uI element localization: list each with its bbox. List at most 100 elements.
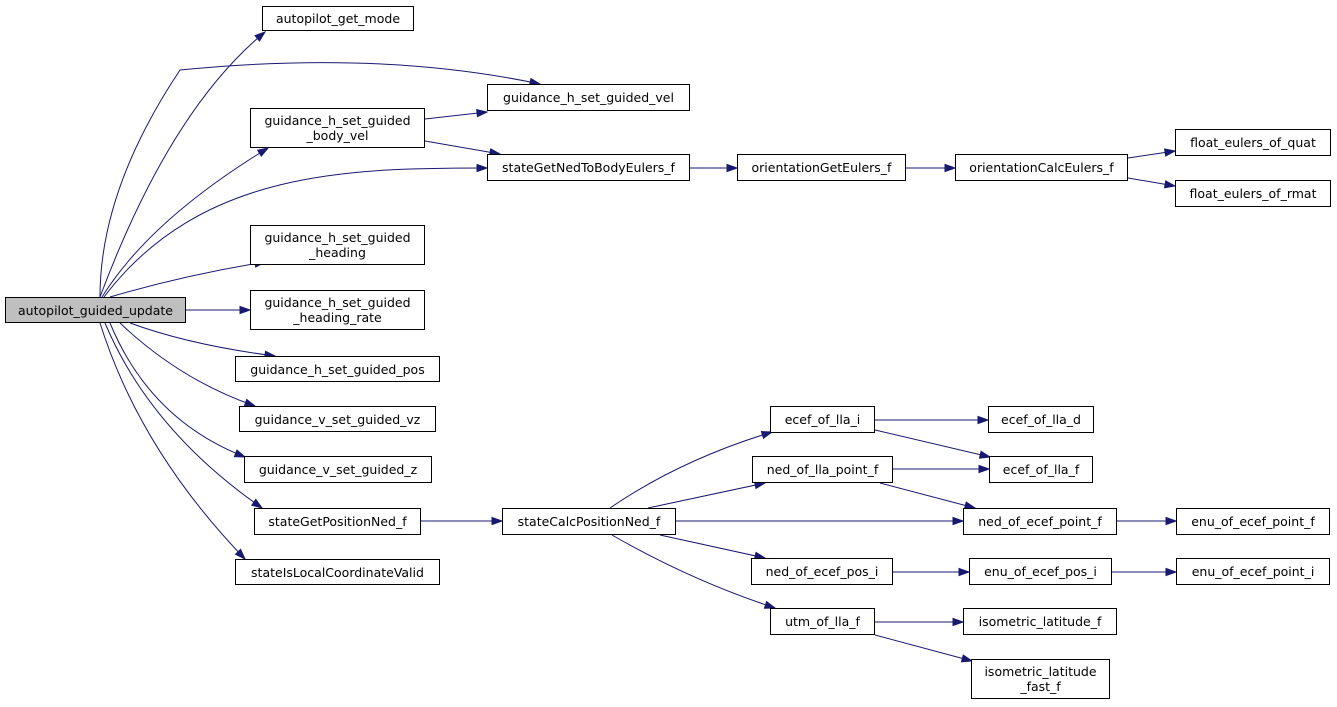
node-label-line-2: _body_vel (306, 128, 369, 143)
arrowhead-icon (1163, 148, 1177, 157)
edge-line (109, 261, 266, 298)
arrowhead-icon (233, 449, 247, 458)
edge-root-to-is-local-coord-valid (99, 322, 247, 561)
node-ecef-of-lla-d[interactable]: ecef_of_lla_d (988, 406, 1094, 433)
node-isometric-latitude-f[interactable]: isometric_latitude_f (963, 608, 1117, 635)
edge-line (104, 322, 263, 509)
edge-line (879, 482, 976, 509)
node-label: stateGetNedToBodyEulers_f (502, 160, 675, 175)
node-guidance-h-set-guided-pos[interactable]: guidance_h_set_guided_pos (235, 356, 440, 382)
edge-orientation-calc-eulers-to-float-eulers-of-rmat (1127, 177, 1177, 189)
node-autopilot-get-mode[interactable]: autopilot_get_mode (262, 6, 414, 31)
node-label: guidance_v_set_guided_z (258, 462, 418, 477)
node-label: isometric_latitude (984, 664, 1097, 679)
edge-calc-position-ned-to-ecef-of-lla-i (609, 431, 774, 509)
node-label: guidance_h_set_guided (264, 230, 411, 245)
node-utm-of-lla-f[interactable]: utm_of_lla_f (770, 608, 875, 635)
edge-orientation-calc-eulers-to-float-eulers-of-quat (1127, 148, 1177, 159)
node-state-calc-position-ned-f[interactable]: stateCalcPositionNed_f (502, 508, 676, 535)
node-label: guidance_h_set_guided_pos (250, 361, 425, 377)
node-guidance-h-set-guided-vel[interactable]: guidance_h_set_guided_vel (487, 84, 690, 111)
node-state-is-local-coordinate-valid[interactable]: stateIsLocalCoordinateValid (235, 559, 440, 585)
edge-line (101, 147, 269, 298)
node-label: ned_of_lla_point_f (766, 462, 879, 477)
edge-line (609, 431, 773, 509)
node-orientation-calc-eulers-f[interactable]: orientationCalcEulers_f (955, 154, 1128, 181)
node-label-line-2: _fast_f (1020, 679, 1061, 694)
edge-get-position-ned-to-calc-position-ned (421, 516, 504, 526)
edge-line (99, 322, 246, 560)
node-enu-of-ecef-point-f[interactable]: enu_of_ecef_point_f (1176, 508, 1330, 535)
node-label: stateIsLocalCoordinateValid (251, 564, 424, 580)
edge-line (103, 167, 488, 298)
node-label-line-2: _heading_rate (293, 310, 382, 325)
node-ecef-of-lla-i[interactable]: ecef_of_lla_i (770, 406, 875, 433)
node-guidance-h-set-guided-heading[interactable]: guidance_h_set_guided_heading (250, 225, 425, 265)
node-isometric-latitude-fast-f[interactable]: isometric_latitude_fast_f (971, 659, 1110, 699)
edge-ecef-of-lla-i-to-ecef-of-lla-d (875, 415, 990, 425)
edge-calc-position-ned-to-ned-of-ecef-pos-i (659, 534, 767, 560)
node-float-eulers-of-quat[interactable]: float_eulers_of_quat (1175, 129, 1331, 156)
arrowhead-icon (944, 163, 957, 173)
arrowhead-icon (1165, 516, 1178, 526)
arrowhead-icon (960, 654, 974, 663)
node-guidance-h-set-guided-body-vel[interactable]: guidance_h_set_guided_body_vel (250, 108, 425, 148)
node-label: autopilot_guided_update (18, 302, 173, 318)
edge-root-to-set-guided-body-vel (101, 147, 270, 298)
node-ned-of-ecef-pos-i[interactable]: ned_of_ecef_pos_i (751, 558, 893, 585)
arrowhead-icon (250, 498, 264, 509)
node-label: guidance_h_set_guided (264, 295, 411, 310)
node-guidance-h-set-guided-heading-rate[interactable]: guidance_h_set_guided_heading_rate (250, 290, 425, 330)
edge-line (129, 322, 276, 357)
edge-line (424, 140, 501, 155)
node-label: utm_of_lla_f (785, 614, 860, 629)
arrowhead-icon (256, 147, 270, 158)
arrowhead-icon (977, 415, 990, 425)
node-label: autopilot_get_mode (275, 11, 401, 26)
node-label: isometric_latitude_f (978, 614, 1102, 629)
node-label: stateGetPositionNed_f (268, 514, 407, 529)
node-enu-of-ecef-point-i[interactable]: enu_of_ecef_point_i (1176, 558, 1330, 585)
edge-ned-of-lla-point-f-to-ned-of-ecef-point-f (879, 482, 977, 510)
node-label: orientationGetEulers_f (751, 160, 892, 175)
edge-ned-to-body-eulers-to-orientation-get-eulers (690, 163, 739, 173)
edge-line (874, 429, 991, 458)
arrowhead-icon (1163, 180, 1177, 189)
arrowhead-icon (952, 617, 965, 627)
arrowhead-icon (763, 600, 777, 609)
node-guidance-v-set-guided-z[interactable]: guidance_v_set_guided_z (244, 456, 432, 483)
edge-root-to-set-guided-heading (109, 259, 267, 298)
node-label: float_eulers_of_rmat (1189, 186, 1317, 201)
arrowhead-icon (234, 548, 247, 561)
edge-calc-position-ned-to-ned-of-lla-point-f (647, 481, 767, 509)
node-state-get-position-ned-f[interactable]: stateGetPositionNed_f (254, 508, 421, 535)
arrowhead-icon (476, 163, 489, 173)
node-label: ned_of_ecef_pos_i (765, 564, 879, 579)
edge-line (99, 31, 266, 298)
node-enu-of-ecef-pos-i[interactable]: enu_of_ecef_pos_i (969, 558, 1112, 585)
arrowhead-icon (491, 516, 504, 526)
node-orientation-get-eulers-f[interactable]: orientationGetEulers_f (737, 154, 906, 181)
node-label: enu_of_ecef_point_f (1191, 514, 1315, 529)
edge-ned-of-ecef-pos-i-to-enu-of-ecef-pos-i (893, 567, 971, 577)
node-ned-of-lla-point-f[interactable]: ned_of_lla_point_f (752, 456, 893, 483)
node-guidance-v-set-guided-vz[interactable]: guidance_v_set_guided_vz (239, 406, 436, 432)
node-label: guidance_h_set_guided (264, 113, 411, 128)
edge-root-to-set-guided-z (109, 322, 247, 458)
arrowhead-icon (952, 516, 965, 526)
node-ecef-of-lla-f[interactable]: ecef_of_lla_f (989, 456, 1093, 483)
node-ned-of-ecef-point-f[interactable]: ned_of_ecef_point_f (963, 508, 1117, 535)
node-autopilot-guided-update[interactable]: autopilot_guided_update (5, 297, 186, 323)
edge-root-to-get-mode (99, 31, 267, 298)
node-float-eulers-of-rmat[interactable]: float_eulers_of_rmat (1175, 180, 1331, 207)
arrowhead-icon (958, 567, 971, 577)
node-label: ecef_of_lla_d (1001, 412, 1081, 427)
edge-ned-of-ecef-point-f-to-enu-of-ecef-point-f (1117, 516, 1178, 526)
edge-root-to-get-position-ned (104, 322, 264, 509)
node-state-get-ned-to-body-eulers-f[interactable]: stateGetNedToBodyEulers_f (487, 154, 690, 181)
edge-line (611, 534, 776, 609)
edge-ecef-of-lla-i-to-ecef-of-lla-f (874, 429, 992, 459)
node-label: float_eulers_of_quat (1190, 135, 1316, 150)
